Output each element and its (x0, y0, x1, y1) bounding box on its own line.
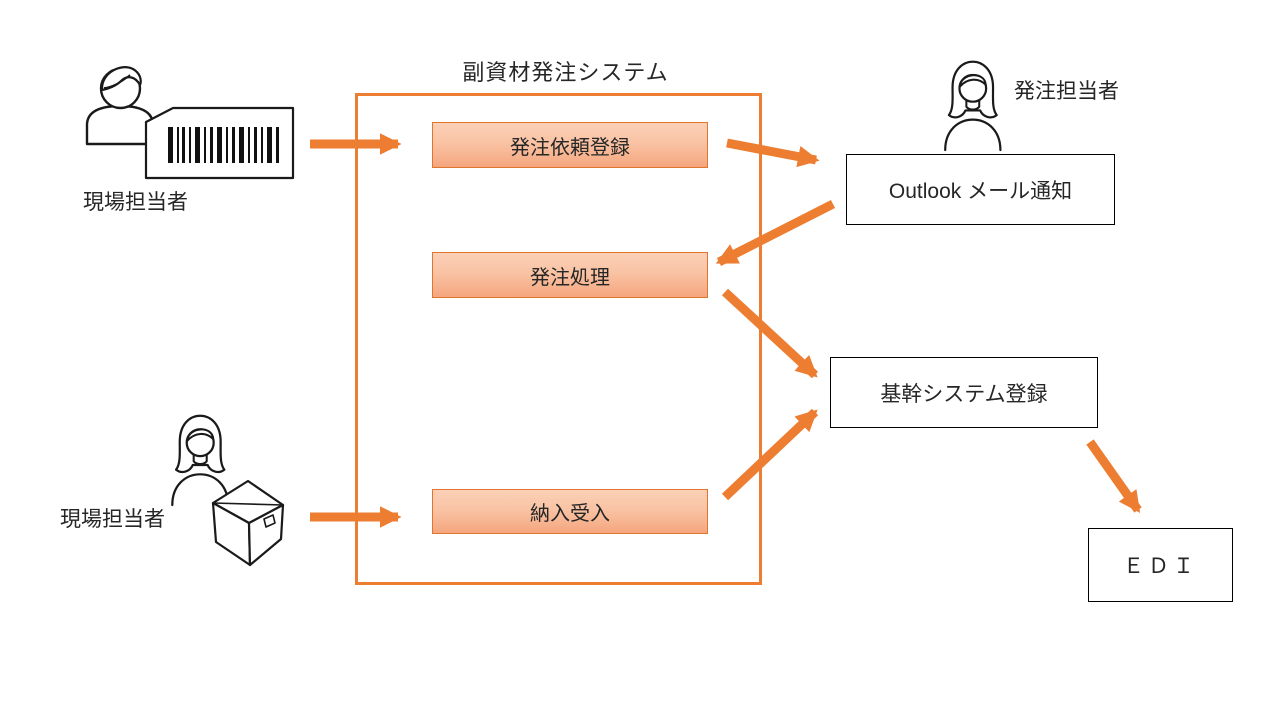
system-title: 副資材発注システム (462, 60, 669, 85)
process-box-delivery-acceptance: 納入受入 (432, 489, 708, 534)
actor-label-orderer: 発注担当者 (1014, 80, 1119, 103)
woman-icon (944, 60, 1002, 152)
actor-label-site-staff-bottom: 現場担当者 (60, 508, 165, 531)
process-box-order-processing: 発注処理 (432, 252, 708, 298)
process-box-order-request: 発注依頼登録 (432, 122, 708, 168)
edi-label: ＥＤＩ (1123, 555, 1198, 578)
edi-box: ＥＤＩ (1088, 528, 1233, 602)
core-system-box: 基幹システム登録 (830, 357, 1098, 428)
package-icon (211, 479, 285, 567)
barcode-icon (144, 106, 295, 180)
process-box-label: 納入受入 (530, 503, 610, 525)
outlook-notification-box: Outlook メール通知 (846, 154, 1115, 225)
person-icon (85, 66, 155, 146)
actor-label-site-staff-top: 現場担当者 (83, 191, 188, 214)
system-boundary (355, 93, 762, 585)
outlook-notification-label: Outlook メール通知 (888, 179, 1073, 203)
arrow-core-to-edi (1086, 439, 1142, 513)
process-box-label: 発注依頼登録 (510, 136, 630, 159)
core-system-label: 基幹システム登録 (880, 382, 1048, 406)
woman-icon (171, 414, 230, 507)
process-box-label: 発注処理 (530, 266, 610, 289)
